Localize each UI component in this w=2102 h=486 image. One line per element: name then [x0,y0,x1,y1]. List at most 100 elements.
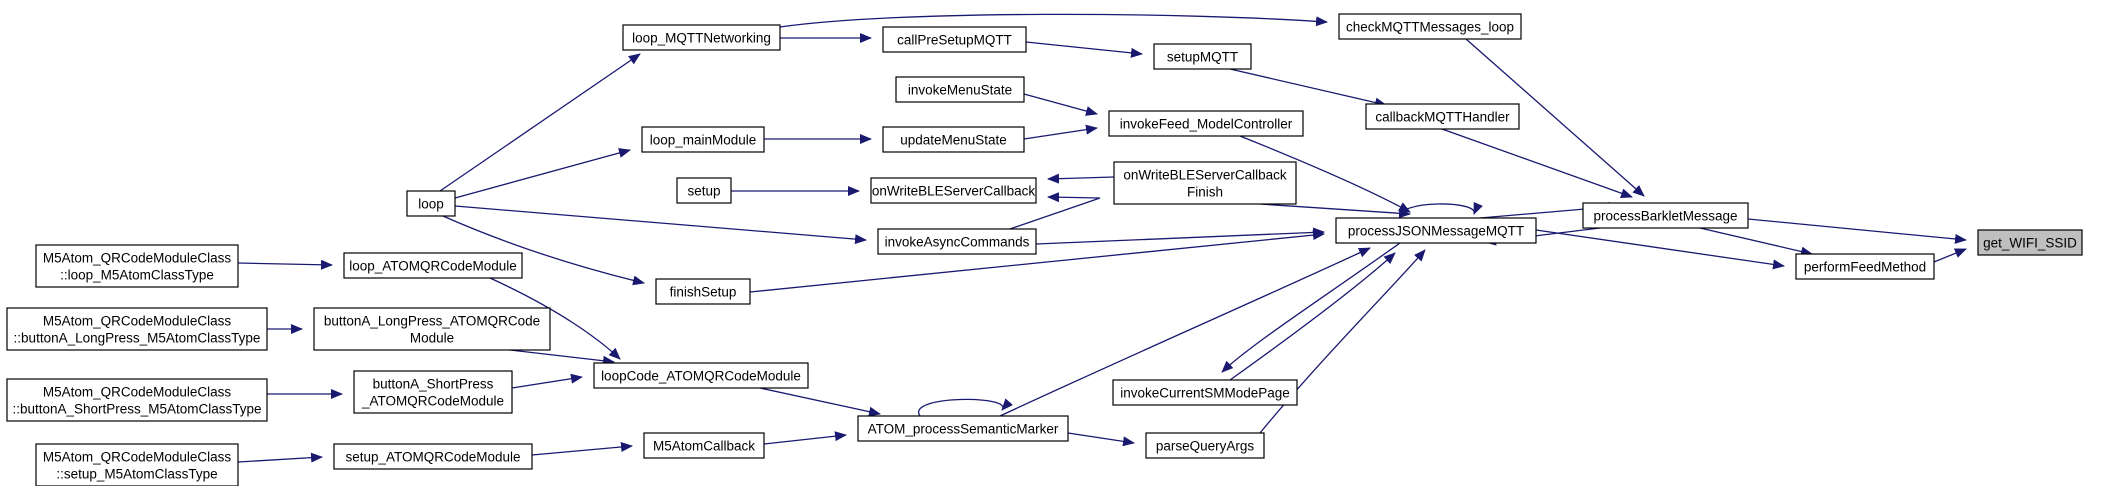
node-QR_longpress[interactable]: M5Atom_QRCodeModuleClass::buttonA_LongPr… [6,307,268,351]
node-QR_loop[interactable]: M5Atom_QRCodeModuleClass::loop_M5AtomCla… [35,244,239,288]
node-label: Module [410,331,454,346]
node-box [882,26,1027,53]
node-label: ATOM_processSemanticMarker [868,422,1059,437]
node-label: setup_ATOMQRCodeModule [345,450,520,465]
node-label: callPreSetupMQTT [897,33,1012,48]
node-label: invokeFeed_ModelController [1120,117,1293,132]
node-label: ::loop_M5AtomClassType [60,268,214,283]
node-onWriteBLEServerCallback[interactable]: onWriteBLEServerCallback [870,177,1037,204]
node-label: loopCode_ATOMQRCodeModule [601,369,801,384]
node-label: buttonA_ShortPress [373,377,494,392]
node-label: loop_ATOMQRCodeModule [349,259,517,274]
edge-loop-to-loop_MQTTNetworking [439,53,641,192]
node-performFeedMethod[interactable]: performFeedMethod [1795,253,1935,280]
node-QR_shortpress[interactable]: M5Atom_QRCodeModuleClass::buttonA_ShortP… [6,378,268,422]
node-checkMQTTMessages_loop[interactable]: checkMQTTMessages_loop [1338,13,1522,40]
node-invokeMenuState[interactable]: invokeMenuState [895,76,1025,103]
edge-onWriteBLEServerCallbackFinish-to-onWriteBLEServerCallback [1047,173,1115,184]
node-label: _ATOMQRCodeModule [361,394,504,409]
node-box [622,24,781,51]
edge-invokeFeed_ModelController-to-processJSONMessageMQTT [1239,135,1411,213]
node-box [877,228,1037,255]
node-callbackMQTTHandler[interactable]: callbackMQTTHandler [1365,103,1520,130]
edge-checkMQTTMessages_loop-to-processBarkletMessage [1465,38,1645,197]
node-label: invokeMenuState [908,83,1012,98]
node-box [857,415,1069,442]
node-label: parseQueryArgs [1156,439,1255,454]
node-invokeAsyncCommands[interactable]: invokeAsyncCommands [877,228,1037,255]
node-processBarkletMessage[interactable]: processBarkletMessage [1582,202,1749,229]
node-label: onWriteBLEServerCallback [1123,168,1287,183]
edge-M5AtomCallback-to-ATOM_processSemanticMarker [763,431,847,445]
node-box [1977,229,2083,256]
edge-finishSetup-to-processJSONMessageMQTT [749,230,1325,293]
node-box [882,126,1025,153]
edge-loop-to-loop_mainModule [454,148,631,199]
edge-invokeCurrentSMModePage-to-processJSONMessageMQTT [1229,252,1396,381]
node-get_WIFI_SSID[interactable]: get_WIFI_SSID [1977,229,2083,256]
node-box [655,278,751,305]
edge-processBarkletMessage-to-performFeedMethod [1699,227,1813,257]
node-label: M5Atom_QRCodeModuleClass [43,314,232,329]
node-box [1582,202,1749,229]
node-label: setup [687,184,720,199]
node-box [1113,161,1297,205]
node-label: loop_mainModule [650,133,757,148]
node-loop_MQTTNetworking[interactable]: loop_MQTTNetworking [622,24,781,51]
node-setupMQTT[interactable]: setupMQTT [1153,43,1252,70]
node-label: M5AtomCallback [653,439,755,454]
node-label: callbackMQTTHandler [1375,110,1510,125]
edge-buttonA_ShortPress_ATOMQRCodeModule-to-loopCode_ATOMQRCodeModule [511,373,583,389]
edge-invokeAsyncCommands-to-onWriteBLEServerCallback [1009,192,1101,230]
node-label: updateMenuState [900,133,1007,148]
node-loop_mainModule[interactable]: loop_mainModule [641,126,765,153]
edge-ATOM_processSemanticMarker-to-ATOM_processSemanticMarker [917,398,1013,417]
node-loopCode_ATOMQRCodeModule[interactable]: loopCode_ATOMQRCodeModule [593,362,809,389]
node-box [593,362,809,389]
edge-processJSONMessageMQTT-to-invokeCurrentSMModePage [1221,242,1401,373]
node-label: M5Atom_QRCodeModuleClass [43,450,232,465]
node-invokeCurrentSMModePage[interactable]: invokeCurrentSMModePage [1112,379,1298,406]
node-box [1335,217,1537,244]
node-finishSetup[interactable]: finishSetup [655,278,751,305]
node-label: invokeCurrentSMModePage [1120,386,1290,401]
node-box [1145,432,1265,459]
node-box [313,307,551,351]
node-box [1365,103,1520,130]
node-M5AtomCallback[interactable]: M5AtomCallback [643,432,765,459]
node-label: setupMQTT [1167,50,1238,65]
node-box [35,244,239,288]
node-label: ::buttonA_LongPress_M5AtomClassType [14,331,261,346]
node-label: M5Atom_QRCodeModuleClass [43,385,232,400]
node-ATOM_processSemanticMarker[interactable]: ATOM_processSemanticMarker [857,415,1069,442]
node-box [6,378,268,422]
node-label: Finish [1187,185,1223,200]
node-updateMenuState[interactable]: updateMenuState [882,126,1025,153]
node-box [870,177,1037,204]
node-box [1108,110,1304,137]
node-processJSONMessageMQTT[interactable]: processJSONMessageMQTT [1335,217,1537,244]
node-label: ::setup_M5AtomClassType [56,467,217,482]
node-parseQueryArgs[interactable]: parseQueryArgs [1145,432,1265,459]
node-buttonA_LongPress_ATOMQRCodeModule[interactable]: buttonA_LongPress_ATOMQRCodeModule [313,307,551,351]
edge-callbackMQTTHandler-to-processBarkletMessage [1441,128,1633,199]
edge-loop-to-invokeAsyncCommands [454,205,867,245]
edge-loop_ATOMQRCodeModule-to-loopCode_ATOMQRCodeModule [489,277,621,360]
node-buttonA_ShortPress_ATOMQRCodeModule[interactable]: buttonA_ShortPress _ATOMQRCodeModule [353,370,513,414]
node-label: invokeAsyncCommands [885,235,1030,250]
node-loop_ATOMQRCodeModule[interactable]: loop_ATOMQRCodeModule [343,252,523,279]
node-setup[interactable]: setup [676,177,732,204]
node-invokeFeed_ModelController[interactable]: invokeFeed_ModelController [1108,110,1304,137]
node-loop[interactable]: loop [406,190,456,217]
node-box [1112,379,1298,406]
edge-processJSONMessageMQTT-to-processJSONMessageMQTT [1399,201,1483,219]
node-QR_setup[interactable]: M5Atom_QRCodeModuleClass::setup_M5AtomCl… [35,443,239,486]
node-setup_ATOMQRCodeModule[interactable]: setup_ATOMQRCodeModule [333,443,533,470]
node-callPreSetupMQTT[interactable]: callPreSetupMQTT [882,26,1027,53]
node-box [676,177,732,204]
edge-processBarkletMessage-to-get_WIFI_SSID [1747,218,1967,244]
edge-parseQueryArgs-to-processJSONMessageMQTT [1259,249,1426,434]
node-box [895,76,1025,103]
node-box [641,126,765,153]
